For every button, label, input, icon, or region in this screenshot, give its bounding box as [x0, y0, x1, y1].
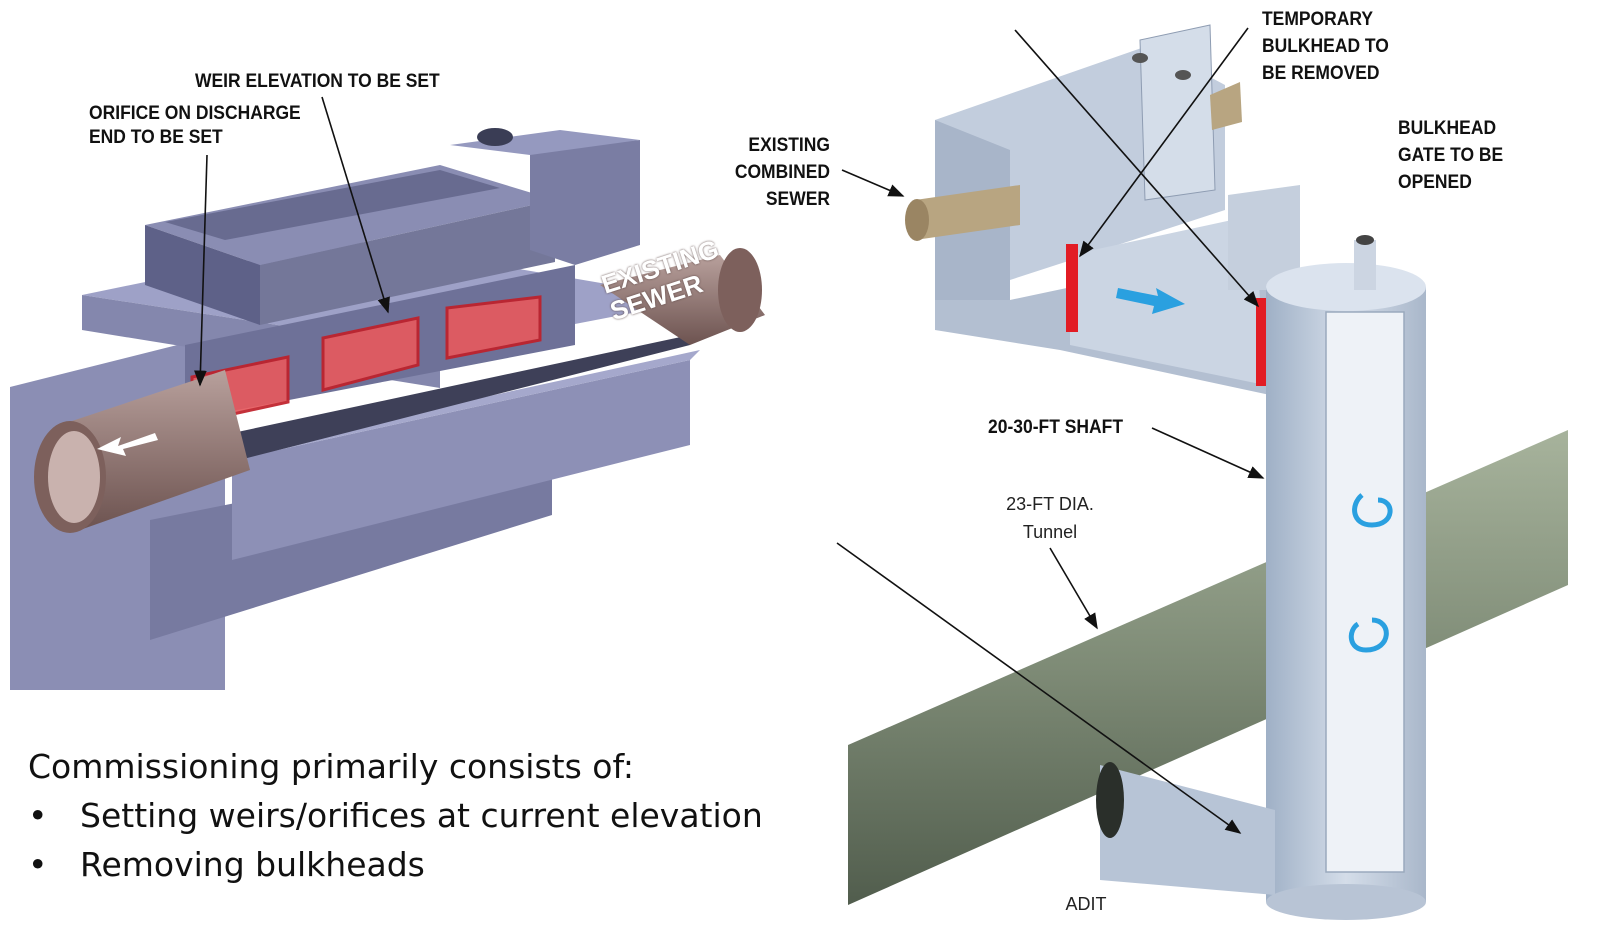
temporary-bulkhead-label-line-3: BE REMOVED — [1262, 63, 1380, 84]
tunnel-label-line-1: 23-FT DIA. — [1006, 494, 1094, 514]
weir-window-2 — [321, 316, 420, 392]
tunnel-leader — [1049, 547, 1098, 630]
temporary-bulkhead-leader — [1079, 27, 1249, 258]
weir-box-side — [260, 200, 555, 325]
tunnel-label: 23-FT DIA. Tunnel — [990, 490, 1110, 546]
tower-top — [450, 130, 640, 155]
weir-elevation-label: WEIR ELEVATION TO BE SET — [195, 71, 440, 92]
caption-bullet-item: • Setting weirs/orifices at current eleva… — [28, 791, 763, 840]
orifice-label-line-2: END TO BE SET — [89, 127, 223, 148]
vent-pipe — [1354, 240, 1376, 290]
tunnel-label-line-2: Tunnel — [1022, 522, 1078, 542]
adit-label: ADIT — [1065, 894, 1107, 914]
caption-bullet-text: Setting weirs/orifices at current elevat… — [80, 796, 763, 835]
drop-shaft-structure — [848, 24, 1568, 920]
bullet-dot: • — [28, 845, 48, 884]
grating — [165, 170, 500, 240]
discharge-pipe — [60, 370, 250, 530]
diversion-structure — [10, 128, 765, 690]
orifice-label: ORIFICE ON DISCHARGE END TO BE SET — [89, 102, 301, 150]
combined-sewer-pipe-end — [905, 199, 929, 241]
gate-stems — [1228, 185, 1300, 290]
conduit-floor — [200, 335, 690, 470]
bulkhead-gate-label-line-2: GATE TO BE — [1398, 145, 1504, 166]
swirl-arrow-upper — [1352, 493, 1393, 528]
temporary-bulkhead-label-line-1: TEMPORARY — [1262, 9, 1374, 30]
shaft-top — [1266, 263, 1426, 311]
existing-combined-sewer-leader — [841, 169, 905, 197]
caption-bullet-text: Removing bulkheads — [80, 845, 425, 884]
weir-box-front — [145, 225, 260, 325]
existing-combined-sewer-pipe — [915, 185, 1020, 240]
gate-frame — [1139, 24, 1216, 201]
caption-heading: Commissioning primarily consists of: — [28, 747, 635, 786]
swirl-arrow-lower — [1348, 617, 1389, 653]
existing-combined-sewer-label-line-2: COMBINED — [734, 162, 830, 183]
commissioning-caption: Commissioning primarily consists of: • Se… — [28, 742, 763, 889]
bolt-1 — [1132, 53, 1148, 63]
channel-right-top — [232, 350, 700, 460]
bulkhead-gate-label: BULKHEAD GATE TO BE OPENED — [1398, 115, 1503, 196]
caption-bullet-item: • Removing bulkheads — [28, 840, 763, 889]
hatch-cap — [477, 128, 513, 146]
flow-arrow-right — [1116, 288, 1185, 314]
caption-bullet-list: • Setting weirs/orifices at current eleva… — [28, 791, 763, 889]
shaft-label: 20-30-FT SHAFT — [988, 417, 1124, 438]
bulkhead-gate-leader — [1014, 29, 1260, 308]
vent-cap — [1356, 235, 1374, 245]
adit-opening — [1096, 762, 1124, 838]
temporary-bulkhead-label: TEMPORARY BULKHEAD TO BE REMOVED — [1262, 6, 1389, 87]
outlet-pipe-stub — [1210, 82, 1242, 130]
adit-leader — [836, 542, 1242, 834]
orifice-leader-line — [194, 154, 208, 387]
flow-arrow-left — [97, 433, 158, 456]
temporary-bulkhead-marker-left — [1066, 244, 1078, 332]
discharge-pipe-inner — [48, 431, 100, 523]
bulkhead-gate-marker — [1256, 298, 1268, 386]
adit-pipe — [1100, 765, 1275, 895]
shaft-inner-cut — [1325, 311, 1405, 873]
shaft-bottom — [1266, 884, 1426, 920]
weir-window-3 — [445, 295, 542, 360]
bulkhead-gate-label-line-3: OPENED — [1398, 172, 1472, 193]
shaft-leader — [1151, 427, 1265, 479]
temporary-bulkhead-label-line-2: BULKHEAD TO — [1262, 36, 1389, 57]
existing-combined-sewer-label: EXISTING COMBINED SEWER — [710, 132, 830, 213]
sewer-pipe-end — [718, 248, 762, 332]
channel-right-block — [232, 360, 690, 560]
existing-combined-sewer-label-line-1: EXISTING — [748, 135, 830, 156]
bolt-2 — [1175, 70, 1191, 80]
bullet-dot: • — [28, 796, 48, 835]
gate-tower — [530, 140, 640, 265]
orifice-label-line-1: ORIFICE ON DISCHARGE — [89, 103, 301, 124]
bulkhead-gate-label-line-1: BULKHEAD — [1398, 118, 1497, 139]
weir-leader-line — [321, 96, 390, 314]
existing-combined-sewer-label-line-3: SEWER — [765, 189, 830, 210]
